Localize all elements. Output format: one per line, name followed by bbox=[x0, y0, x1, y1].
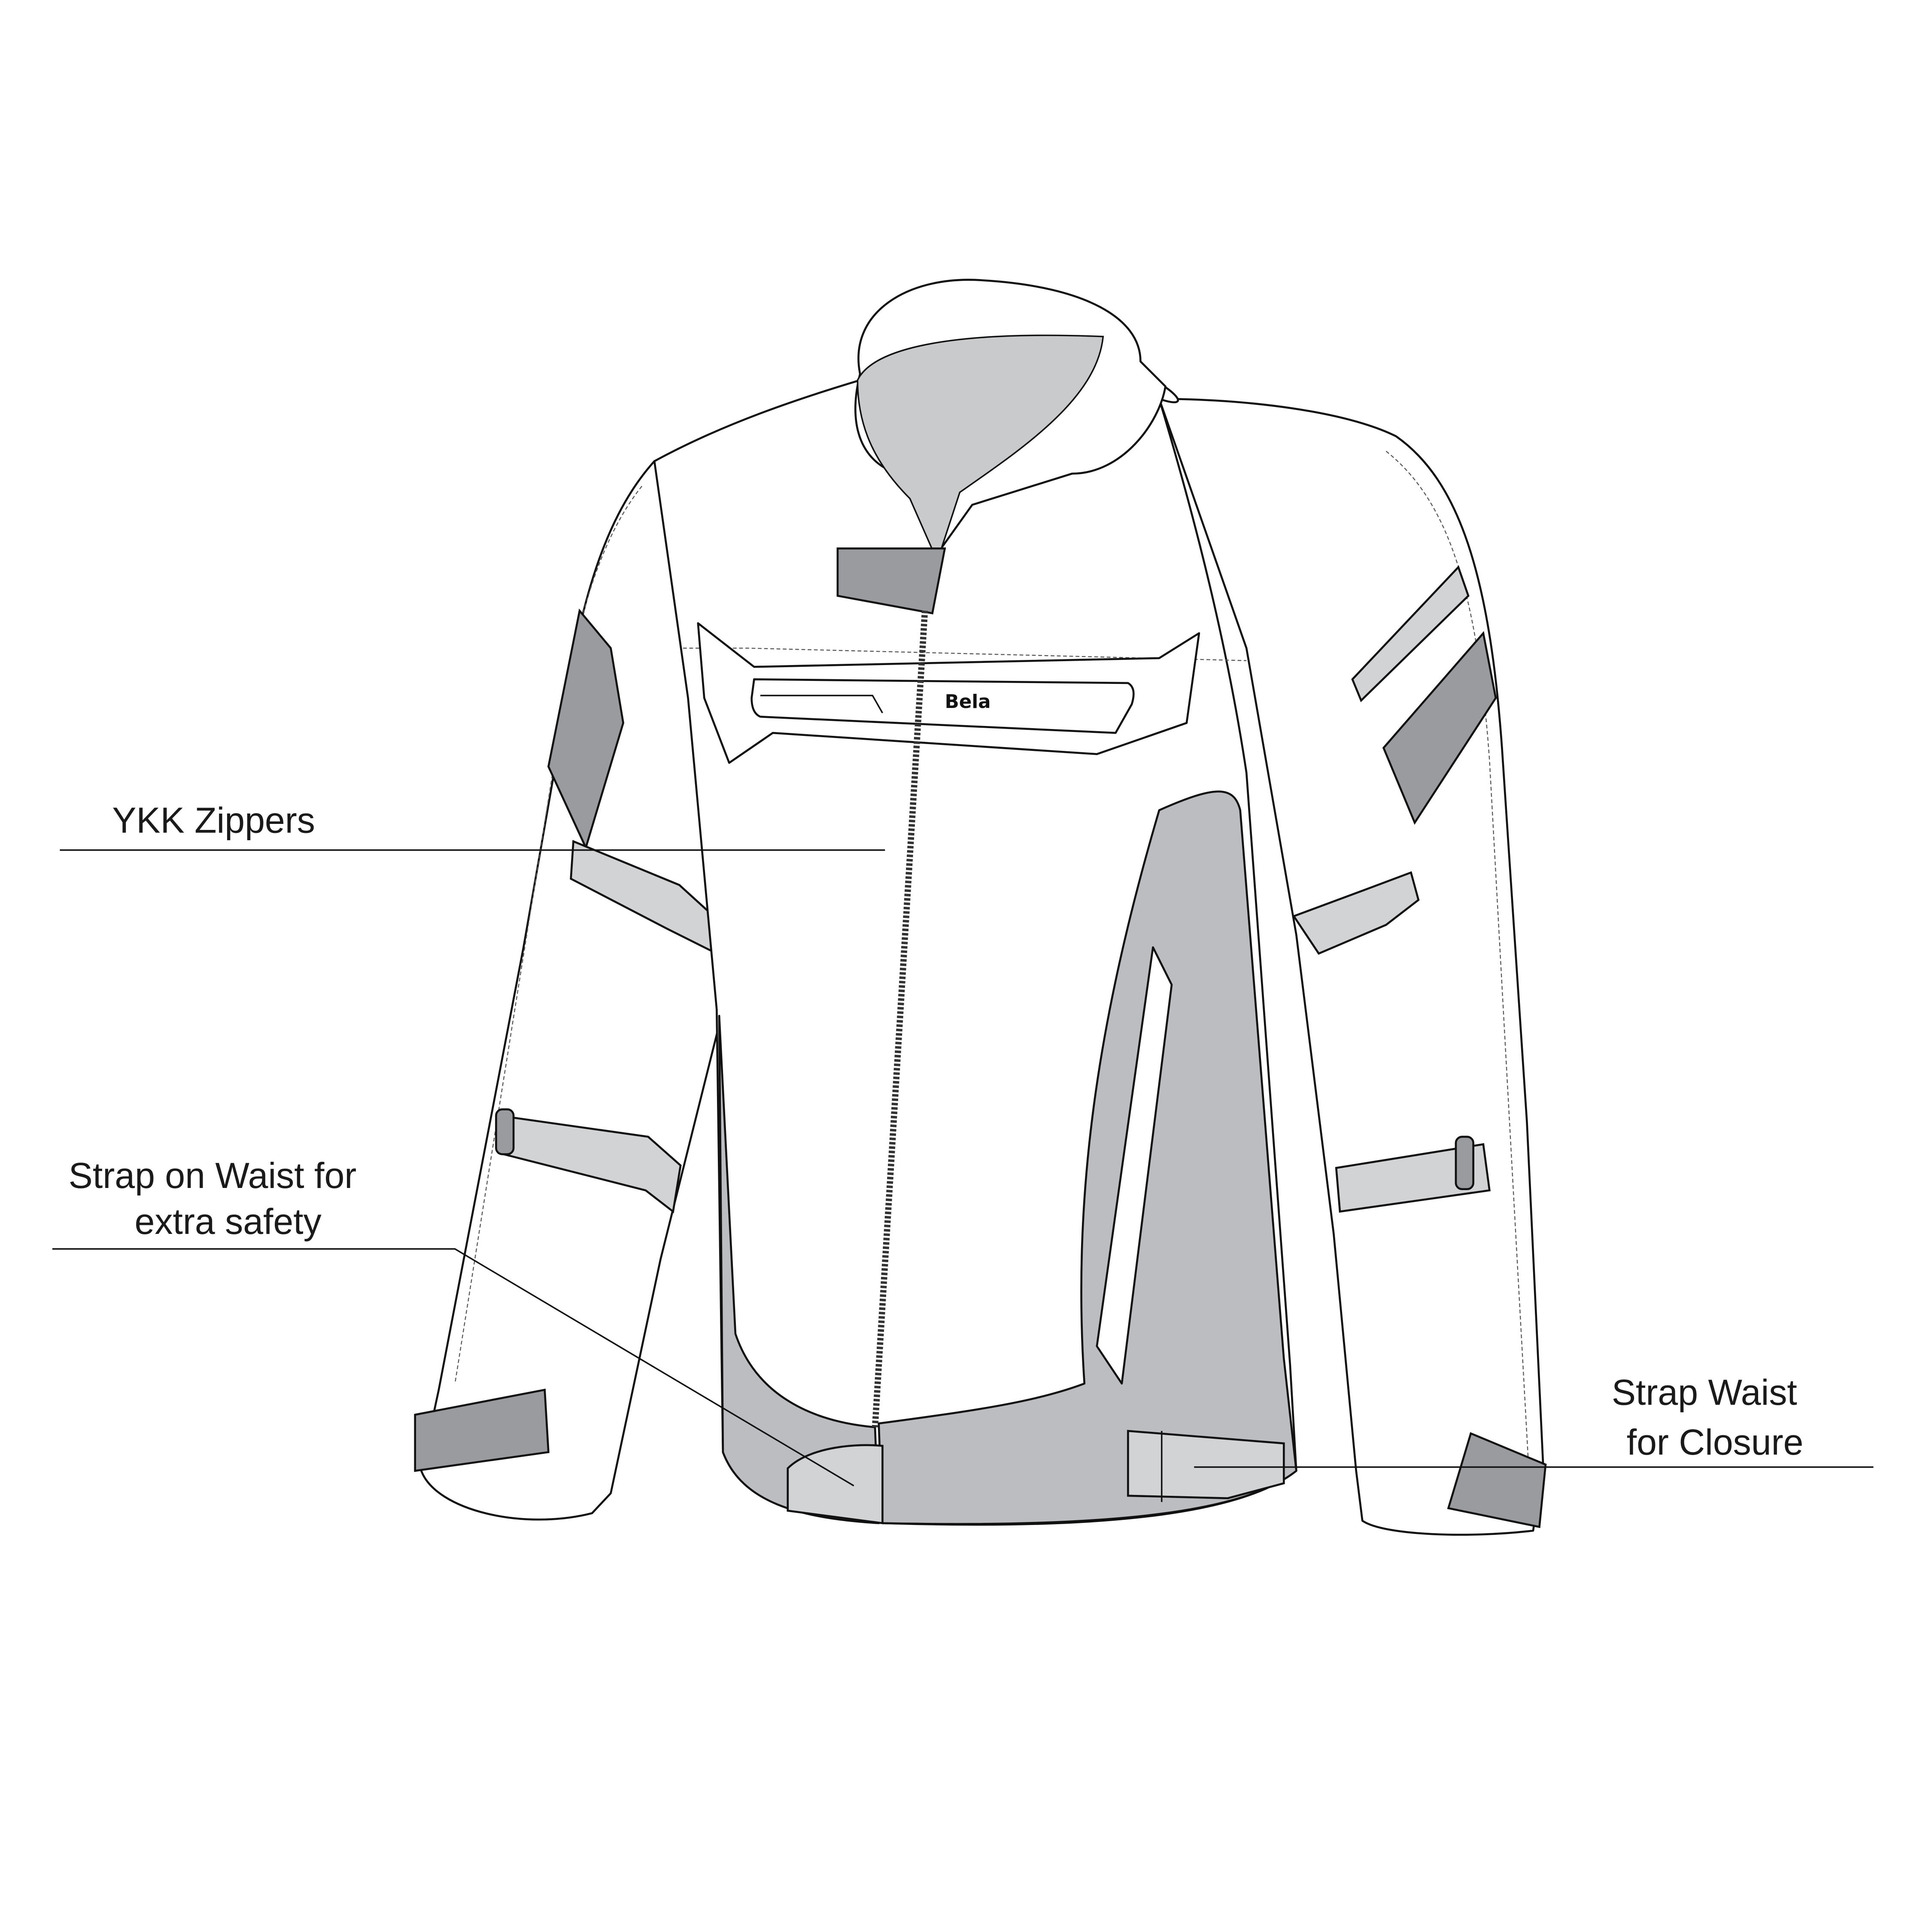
callout-label-line2: for Closure bbox=[1627, 1422, 1804, 1462]
left-cuff bbox=[414, 1388, 550, 1472]
callout-ykk-zippers: YKK Zippers bbox=[60, 800, 885, 851]
left-sleeve bbox=[414, 460, 724, 1521]
right-vent bbox=[1096, 946, 1173, 1385]
right-sleeve-stripes bbox=[1382, 631, 1497, 825]
leader-line bbox=[52, 1248, 854, 1487]
right-side-panel bbox=[878, 790, 1297, 1525]
left-sleeve-stripes bbox=[547, 608, 624, 851]
logo-badge bbox=[750, 678, 1135, 734]
callout-strap-on-waist: Strap on Waist for extra safety bbox=[52, 1155, 854, 1487]
right-elbow-strap bbox=[1292, 871, 1420, 955]
zipper bbox=[872, 611, 928, 1428]
waist-closure-strap bbox=[1127, 1430, 1285, 1500]
right-sleeve-stripe-light bbox=[1351, 565, 1470, 702]
right-cuff bbox=[1447, 1432, 1547, 1528]
callout-label: YKK Zippers bbox=[112, 800, 315, 840]
callout-label-line1: Strap on Waist for bbox=[69, 1155, 357, 1196]
callout-label-line1: Strap Waist bbox=[1612, 1372, 1797, 1413]
right-forearm-strap bbox=[1335, 1143, 1491, 1213]
collar-tab bbox=[836, 547, 946, 615]
callout-strap-waist-closure: Strap Waist for Closure bbox=[1194, 1372, 1874, 1468]
waist-safety-strap bbox=[787, 1444, 884, 1525]
callout-label-line2: extra safety bbox=[135, 1201, 322, 1242]
brand-logo: Bela bbox=[945, 691, 991, 713]
torso: Bela bbox=[653, 279, 1297, 1526]
right-sleeve bbox=[1158, 398, 1547, 1536]
collar-mesh bbox=[857, 334, 1104, 563]
